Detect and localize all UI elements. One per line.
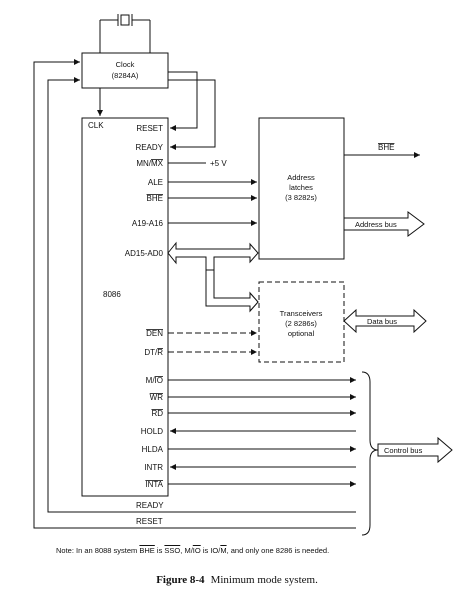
cpu-block <box>81 117 169 497</box>
a19-a16-pin-label: A19-A16 <box>132 219 164 228</box>
note-bhe: BHE <box>139 546 155 555</box>
ready-feedback-line <box>47 77 356 513</box>
reset-line-label: RESET <box>136 517 163 526</box>
ad-branch-body <box>205 269 259 313</box>
note-mio-prefix: M/ <box>184 546 193 555</box>
control-bus-arrow <box>377 436 453 464</box>
data-bus-label: Data bus <box>367 317 397 326</box>
dt-r-pin-label: DT/R <box>144 348 163 357</box>
address-latches-block <box>258 117 345 260</box>
mn-mx-pin-label: MN/MX <box>136 159 163 168</box>
hold-pin-label: HOLD <box>141 427 163 436</box>
transceivers-block <box>258 281 345 363</box>
control-bus-label: Control bus <box>384 446 423 455</box>
note-comma: , <box>180 546 183 555</box>
hlda-pin-label: HLDA <box>142 445 164 454</box>
transceivers-part-label: (2 8286s) <box>285 319 317 328</box>
clock-block <box>81 52 169 89</box>
address-latches-label-2: latches <box>289 183 313 192</box>
den-pin-label: DEN <box>146 329 163 338</box>
ready-line-label: READY <box>136 501 164 510</box>
ale-pin-label: ALE <box>148 178 163 187</box>
figure-caption: Figure 8-4 Minimum mode system. <box>0 574 474 586</box>
address-latches-part-label: (3 8282s) <box>285 193 317 202</box>
note-m-bar: M <box>220 546 227 555</box>
inta-pin-label: INTA <box>145 480 163 489</box>
transceivers-label: Transceivers <box>280 309 323 318</box>
clk-pin-label: CLK <box>88 121 104 130</box>
clock-reset-line <box>168 71 198 131</box>
note-suffix: , and only one 8286 is needed. <box>226 546 330 555</box>
ad-bus-arrow <box>167 241 259 271</box>
clock-part-label: (8284A) <box>112 71 139 80</box>
address-latches-label: Address <box>287 173 315 182</box>
note-is-io: is IO/ <box>202 546 221 555</box>
intr-pin-label: INTR <box>144 463 163 472</box>
clock-label: Clock <box>116 60 135 69</box>
note-is: is <box>156 546 163 555</box>
reset-pin-label: RESET <box>136 124 163 133</box>
data-bus-arrow <box>343 308 427 334</box>
clock-ready-line <box>168 79 216 150</box>
rd-pin-label: RD <box>151 409 163 418</box>
m-io-pin-label: M/IO <box>146 376 163 385</box>
crystal-oscillator-icon <box>99 14 151 53</box>
note-prefix: Note: In an 8088 system <box>56 546 138 555</box>
reset-feedback-line <box>33 59 356 529</box>
figure-title: Minimum mode system. <box>210 574 318 586</box>
cpu-name-label: 8086 <box>103 290 121 299</box>
wr-pin-label: WR <box>150 393 164 402</box>
bhe-output-label: BHE <box>378 143 394 152</box>
figure-number: Figure 8-4 <box>156 574 205 586</box>
bhe-pin-label: BHE <box>147 194 163 203</box>
ad15-ad0-pin-label: AD15-AD0 <box>125 249 164 258</box>
note-sso: SSO <box>164 546 181 555</box>
address-bus-arrow <box>343 211 425 237</box>
transceivers-optional-label: optional <box>288 329 315 338</box>
plus-5v-label: +5 V <box>210 159 227 168</box>
note-mio-bar: IO <box>192 546 201 555</box>
address-bus-label: Address bus <box>355 220 397 229</box>
ready-pin-label: READY <box>135 143 163 152</box>
footnote: Note: In an 8088 system BHE is SSO, M/IO… <box>56 546 456 555</box>
control-bus-brace <box>361 371 379 536</box>
